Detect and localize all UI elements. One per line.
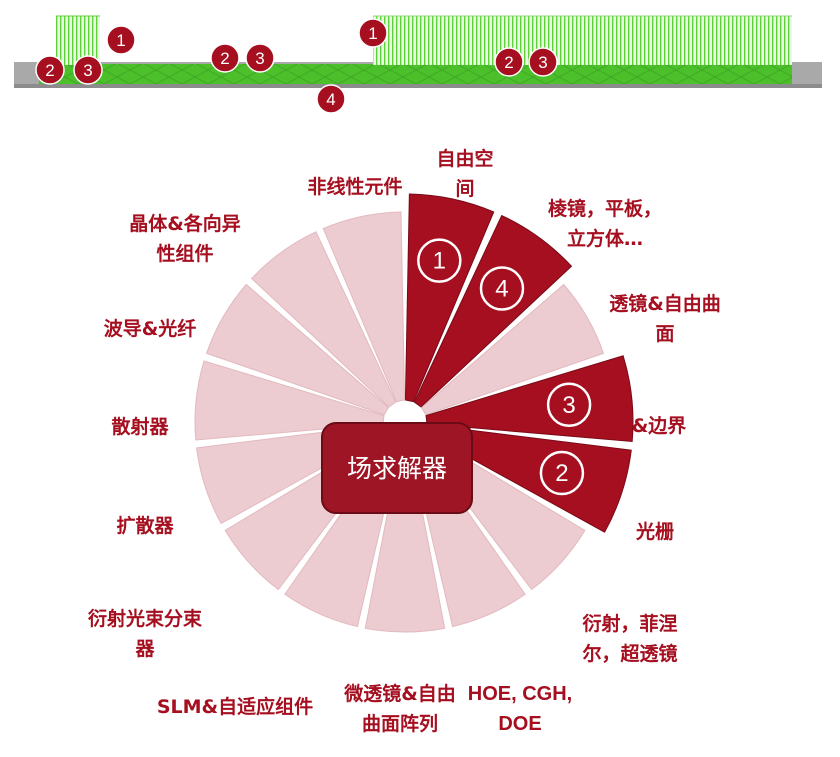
substrate-bar-shade	[14, 84, 822, 88]
segment-label-line: HOE, CGH,	[468, 683, 572, 705]
optical-system-strip	[14, 15, 822, 88]
segment-label: 棱镜，平板， 立方体…	[548, 197, 662, 250]
segment-label: 波导&光纤	[104, 317, 197, 340]
segment-label-line: SLM&自适应组件	[157, 695, 313, 718]
segment-label-line: 衍射，菲涅	[581, 612, 677, 635]
segment-label-line: 间	[455, 178, 474, 200]
segment-label-line: 光栅	[635, 520, 674, 543]
segment	[322, 211, 406, 403]
segment	[420, 283, 605, 416]
segment-number: 2	[555, 460, 568, 487]
segment-number: 1	[433, 248, 446, 275]
segment-highlight: 3	[425, 355, 634, 443]
segment-highlight: 4	[413, 214, 573, 408]
segment-number-ring	[539, 450, 585, 496]
segment-label: 微透镜&自由曲面阵列	[343, 682, 456, 735]
number-badge: 2	[35, 55, 65, 85]
number-badge: 3	[245, 43, 275, 73]
number-badge: 3	[528, 47, 558, 77]
badge-number: 3	[255, 49, 264, 68]
badge-number: 1	[368, 24, 377, 43]
badge-number: 2	[45, 61, 54, 80]
segment-label-line: 透镜&自由曲	[609, 292, 721, 315]
segment-label-line: 面	[655, 323, 674, 345]
segment-label-line: 衍射光束分束	[87, 607, 203, 630]
segment-number: 4	[495, 276, 508, 303]
segment-label: 衍射，菲涅尔，超透镜	[581, 612, 677, 665]
number-badge: 1	[106, 25, 136, 55]
segment	[364, 443, 446, 633]
segment-label-line: 立方体…	[567, 227, 643, 250]
segment	[194, 360, 385, 441]
segment-label-line: 晶体&各向异	[129, 212, 241, 235]
badge-number: 2	[220, 49, 229, 68]
segment-label: 晶体&各向异性组件	[129, 212, 241, 265]
segment-label-line: DOE	[498, 713, 541, 735]
segment	[250, 231, 397, 408]
center-label: 场求解器	[347, 454, 447, 483]
segment-number-ring	[479, 266, 525, 311]
badge-number: 1	[116, 31, 125, 50]
segment-highlight: 1	[404, 193, 495, 403]
segment-label-line: 微透镜&自由	[343, 682, 456, 705]
segment-label-line: 波导&光纤	[104, 317, 197, 340]
segment-label: 非线性元件	[307, 175, 402, 198]
segment-label: 扩散器	[116, 514, 174, 537]
solver-wheel: 1 4 3 2	[194, 193, 634, 633]
segment-label: 光栅	[635, 520, 674, 543]
segment-label: 自由空间	[436, 147, 493, 200]
segment-label-line: 棱镜，平板，	[548, 197, 662, 220]
number-badge: 3	[73, 55, 103, 85]
segment-highlight: 2	[423, 424, 632, 533]
segment-number-ring	[417, 238, 462, 283]
segment-label-line: 孔径&边界	[594, 415, 687, 437]
segment-label-line: 扩散器	[116, 514, 174, 537]
segment-label-line: 非线性元件	[307, 175, 402, 198]
segment	[205, 283, 390, 416]
center-box: 场求解器	[321, 422, 473, 514]
waveguide-layer	[39, 64, 792, 84]
badge-number: 3	[83, 61, 92, 80]
segment-label: 衍射光束分束器	[87, 607, 203, 660]
badge-number: 2	[504, 53, 513, 72]
number-badge: 4	[316, 84, 346, 114]
segment-label-line: 曲面阵列	[362, 712, 438, 735]
segment-label-line: 自由空	[436, 147, 493, 170]
segment-label: SLM&自适应组件	[157, 695, 313, 718]
number-badge: 2	[210, 43, 240, 73]
segment-label-line: 性组件	[156, 242, 213, 265]
badge-number: 3	[538, 53, 547, 72]
segment-number: 3	[562, 392, 575, 419]
segment-label: 散射器	[111, 415, 169, 438]
top-badges: 2 3 1 2 3 1 2 3 4	[35, 18, 558, 114]
segment-label: HOE, CGH, DOE	[468, 683, 572, 735]
number-badge: 1	[358, 18, 388, 48]
segment-labels: 自由空间棱镜，平板，立方体…透镜&自由曲面孔径&边界光栅衍射，菲涅尔，超透镜HO…	[87, 147, 721, 735]
surface-grating-right	[373, 16, 792, 65]
segment-label-line: 散射器	[111, 415, 169, 438]
segment-label-line: 器	[134, 638, 155, 660]
number-badge: 2	[494, 47, 524, 77]
segment-label: 孔径&边界	[594, 415, 687, 437]
segment-label-line: 尔，超透镜	[582, 642, 677, 665]
segment-label: 透镜&自由曲面	[609, 292, 721, 345]
badge-number: 4	[326, 90, 335, 109]
segment-number-ring	[546, 382, 592, 428]
